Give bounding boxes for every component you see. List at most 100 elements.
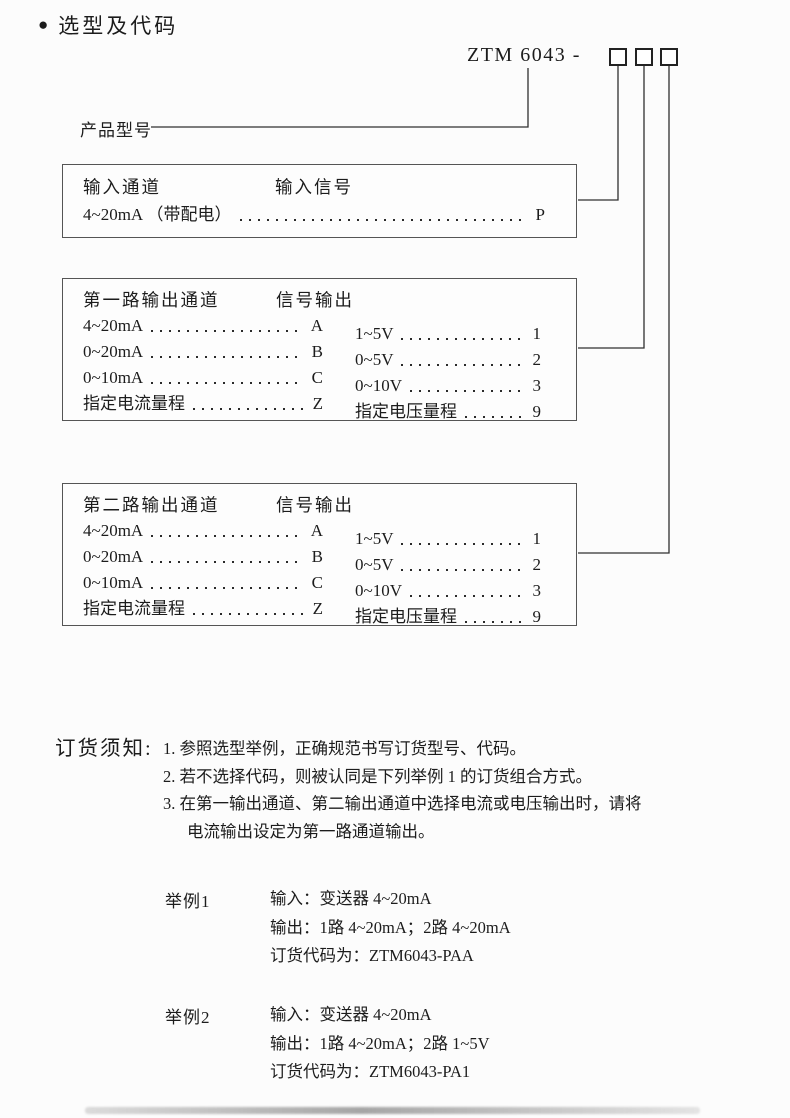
option-label: 0~10V — [355, 376, 402, 395]
output1-signal-header: 信号输出 — [276, 290, 354, 310]
option-row: 4~20mA A — [83, 313, 323, 338]
dot-leader — [401, 543, 521, 545]
dot-leader — [151, 356, 303, 358]
option-label: 指定电压量程 — [355, 607, 457, 626]
dot-leader — [239, 219, 525, 221]
model-prefix: ZTM 6043 - — [467, 44, 581, 66]
option-row: 指定电压量程 9 — [355, 604, 541, 629]
option-label: 4~20mA — [83, 316, 144, 335]
option-row: 0~10V 3 — [355, 578, 541, 603]
option-code: C — [311, 573, 323, 592]
scan-artifact — [85, 1107, 700, 1114]
note-item: 3. 在第一输出通道、第二输出通道中选择电流或电压输出时，请将电流输出设定为第一… — [163, 794, 642, 841]
notes-list: 1. 参照选型举例，正确规范书写订货型号、代码。 2. 若不选择代码，则被认同是… — [163, 735, 729, 845]
option-label: 指定电流量程 — [83, 599, 185, 618]
output1-channel-header: 第一路输出通道 — [83, 290, 220, 310]
output1-current-options: 4~20mA A 0~20mA B 0~10mA C 指定电流量程 Z — [83, 313, 323, 417]
option-code: Z — [312, 394, 323, 413]
input-channel-box: 输入通道 输入信号 4~20mA （带配电） P — [62, 164, 577, 238]
option-row: 0~20mA B — [83, 339, 323, 364]
option-label: 0~5V — [355, 350, 394, 369]
dot-leader — [193, 408, 303, 410]
output1-voltage-options: 1~5V 1 0~5V 2 0~10V 3 指定电压量程 9 — [355, 321, 541, 425]
dot-leader — [409, 595, 521, 597]
option-code: 3 — [532, 376, 542, 395]
option-label: 0~20mA — [83, 547, 144, 566]
dot-leader — [465, 416, 521, 418]
option-code: B — [311, 547, 323, 566]
example2-label: 举例2 — [165, 1008, 211, 1027]
dot-leader — [151, 535, 303, 537]
option-label: 0~20mA — [83, 342, 144, 361]
note-item: 2. 若不选择代码，则被认同是下列举例 1 的订货组合方式。 — [163, 766, 592, 786]
code-slot-3 — [660, 48, 678, 66]
option-code: B — [311, 342, 323, 361]
option-code: 1 — [532, 324, 542, 343]
code-slot-1 — [609, 48, 627, 66]
code-slot-2 — [635, 48, 653, 66]
output2-voltage-options: 1~5V 1 0~5V 2 0~10V 3 指定电压量程 9 — [355, 526, 541, 630]
section-title: 选型及代码 — [58, 14, 179, 38]
notes-title: 订货须知: — [55, 738, 153, 760]
example2-content: 输入：变送器 4~20mA 输出：1路 4~20mA；2路 1~5V 订货代码为… — [270, 1001, 490, 1087]
option-label: 0~10mA — [83, 573, 144, 592]
dot-leader — [193, 613, 303, 615]
option-code: 2 — [532, 350, 542, 369]
option-code: A — [310, 316, 323, 335]
dot-leader — [409, 390, 521, 392]
bullet-icon: ● — [38, 15, 49, 34]
example-line: 输入：变送器 4~20mA — [270, 889, 432, 908]
option-label: 4~20mA — [83, 521, 144, 540]
dot-leader — [151, 382, 303, 384]
example1-label: 举例1 — [165, 892, 211, 911]
option-row: 指定电流量程 Z — [83, 596, 323, 621]
option-label: 指定电流量程 — [83, 394, 185, 413]
option-code: 1 — [532, 529, 542, 548]
dot-leader — [465, 621, 521, 623]
option-row: 0~10mA C — [83, 365, 323, 390]
example-line: 输出：1路 4~20mA；2路 4~20mA — [270, 917, 511, 937]
option-code: P — [535, 205, 545, 224]
output1-channel-box: 第一路输出通道 信号输出 4~20mA A 0~20mA B 0~10mA C … — [62, 278, 577, 421]
input-option-row: 4~20mA （带配电） P — [83, 202, 545, 227]
option-label: 1~5V — [355, 529, 394, 548]
output2-current-options: 4~20mA A 0~20mA B 0~10mA C 指定电流量程 Z — [83, 518, 323, 622]
example-line: 输出：1路 4~20mA；2路 1~5V — [270, 1033, 490, 1053]
option-row: 0~20mA B — [83, 544, 323, 569]
note-item: 1. 参照选型举例，正确规范书写订货型号、代码。 — [163, 739, 526, 758]
option-label: 1~5V — [355, 324, 394, 343]
option-row: 指定电压量程 9 — [355, 399, 541, 424]
option-label: 4~20mA （带配电） — [83, 205, 232, 224]
dot-leader — [401, 364, 521, 366]
dot-leader — [151, 561, 303, 563]
option-row: 0~5V 2 — [355, 347, 541, 372]
option-code: A — [310, 521, 323, 540]
input-channel-header: 输入通道 — [83, 177, 161, 197]
option-label: 0~10mA — [83, 368, 144, 387]
option-row: 1~5V 1 — [355, 526, 541, 551]
option-row: 0~10mA C — [83, 570, 323, 595]
option-code: 9 — [532, 402, 542, 421]
example-line: 订货代码为：ZTM6043-PA1 — [270, 1062, 471, 1081]
option-row: 0~5V 2 — [355, 552, 541, 577]
option-row: 1~5V 1 — [355, 321, 541, 346]
dot-leader — [151, 330, 303, 332]
option-row: 指定电流量程 Z — [83, 391, 323, 416]
option-label: 0~5V — [355, 555, 394, 574]
option-code: 9 — [532, 607, 542, 626]
section-heading: ● 选型及代码 — [38, 10, 178, 40]
dot-leader — [401, 338, 521, 340]
option-label: 指定电压量程 — [355, 402, 457, 421]
option-label: 0~10V — [355, 581, 402, 600]
option-code: 3 — [532, 581, 542, 600]
output2-channel-header: 第二路输出通道 — [83, 495, 220, 515]
dot-leader — [151, 587, 303, 589]
output2-signal-header: 信号输出 — [276, 495, 354, 515]
dot-leader — [401, 569, 521, 571]
example-line: 输入：变送器 4~20mA — [270, 1005, 432, 1024]
product-model-label: 产品型号 — [80, 121, 152, 140]
option-row: 4~20mA A — [83, 518, 323, 543]
example-line: 订货代码为：ZTM6043-PAA — [270, 946, 474, 965]
input-signal-header: 输入信号 — [275, 177, 353, 197]
